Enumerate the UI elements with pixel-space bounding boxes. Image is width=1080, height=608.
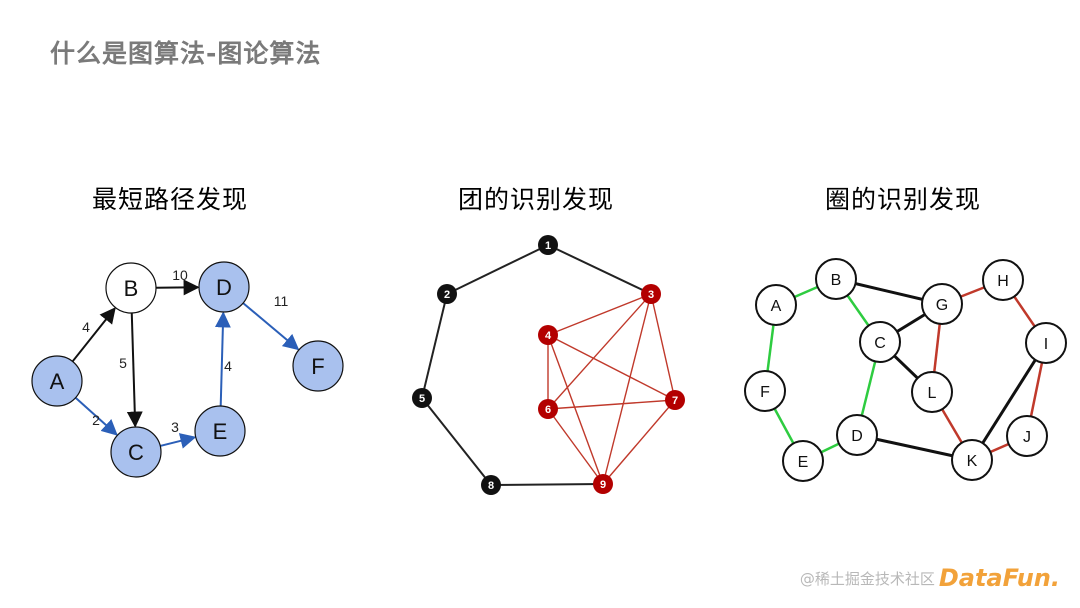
node-L <box>911 371 953 413</box>
node-6 <box>538 399 558 419</box>
node-2 <box>437 284 457 304</box>
node-D <box>198 261 250 313</box>
node-label-9: 9 <box>600 479 606 491</box>
node-A <box>755 284 797 326</box>
datafun-logo: DataFun. <box>938 564 1060 592</box>
node-C <box>110 426 162 478</box>
node-label-8: 8 <box>488 480 494 492</box>
node-7 <box>665 390 685 410</box>
shortest-path-graph: 4 2 5 10 3 4 11A B C D E F <box>31 261 344 478</box>
section-title-shortest-path: 最短路径发现 <box>92 185 249 214</box>
edge-7-9 <box>602 399 676 485</box>
clique-graph: 1 2 3 4 5 6 7 8 9 <box>412 235 685 495</box>
section-title-clique: 团的识别发现 <box>458 185 615 214</box>
edge-6-7 <box>547 399 676 410</box>
node-label-E: E <box>798 454 809 471</box>
slide-title: 什么是图算法-图论算法 <box>50 39 322 68</box>
node-label-L: L <box>928 385 937 402</box>
node-label-7: 7 <box>672 395 678 407</box>
node-label-H: H <box>997 273 1009 290</box>
node-G <box>921 283 963 325</box>
edge-weight-A-B: 4 <box>82 319 90 335</box>
node-4 <box>538 325 558 345</box>
watermark-community: @稀土掘金技术社区 <box>799 569 935 588</box>
edge-A-C <box>74 396 118 436</box>
node-3 <box>641 284 661 304</box>
node-label-F: F <box>760 384 770 401</box>
node-I <box>1025 322 1067 364</box>
node-B <box>815 258 857 300</box>
edge-weight-B-D: 10 <box>172 267 188 283</box>
node-label-D: D <box>216 275 232 300</box>
edge-1-3 <box>547 244 652 295</box>
node-label-6: 6 <box>545 404 551 416</box>
node-label-C: C <box>128 440 144 465</box>
edge-4-9 <box>547 334 604 485</box>
node-5 <box>412 388 432 408</box>
node-K <box>951 439 993 481</box>
node-F <box>744 370 786 412</box>
section-title-cycle: 圈的识别发现 <box>825 185 982 214</box>
node-label-B: B <box>124 276 139 301</box>
edge-E-D <box>214 311 231 407</box>
edge-I-K <box>970 342 1048 461</box>
edge-3-7 <box>650 293 676 401</box>
node-E <box>782 440 824 482</box>
edge-3-4 <box>547 293 652 336</box>
edge-weight-B-C: 5 <box>119 355 127 371</box>
edge-D-F <box>242 302 300 351</box>
node-E <box>194 405 246 457</box>
node-label-F: F <box>311 354 324 379</box>
node-label-1: 1 <box>545 240 551 252</box>
node-J <box>1006 415 1048 457</box>
node-A <box>31 355 83 407</box>
edge-weight-E-D: 4 <box>224 358 232 374</box>
node-label-A: A <box>771 298 782 315</box>
node-8 <box>481 475 501 495</box>
node-9 <box>593 474 613 494</box>
node-label-J: J <box>1023 429 1031 446</box>
node-label-C: C <box>874 335 886 352</box>
edge-weight-D-F: 11 <box>274 293 289 309</box>
edge-6-9 <box>547 408 604 485</box>
edge-3-6 <box>547 293 652 410</box>
node-1 <box>538 235 558 255</box>
edge-4-7 <box>547 334 676 401</box>
node-label-A: A <box>50 369 65 394</box>
node-label-5: 5 <box>419 393 425 405</box>
node-label-G: G <box>936 297 948 314</box>
edge-1-2 <box>446 244 549 295</box>
edge-C-E <box>160 433 197 449</box>
node-label-E: E <box>213 419 228 444</box>
node-H <box>982 259 1024 301</box>
edge-3-9 <box>602 293 652 485</box>
edge-A-B <box>71 307 116 363</box>
edge-2-5 <box>421 293 448 399</box>
node-label-B: B <box>831 272 842 289</box>
node-label-D: D <box>851 428 863 445</box>
node-F <box>292 340 344 392</box>
edge-weight-A-C: 2 <box>92 412 100 428</box>
edge-weight-C-E: 3 <box>171 419 179 435</box>
edge-8-9 <box>490 483 604 486</box>
node-label-K: K <box>967 453 978 470</box>
edge-B-C <box>126 312 143 428</box>
node-label-4: 4 <box>545 330 552 342</box>
cycle-graph: A B C D E F G H I J K L <box>744 258 1067 482</box>
edge-5-8 <box>421 397 492 486</box>
node-label-2: 2 <box>444 289 450 301</box>
watermark: @稀土掘金技术社区 DataFun. <box>800 564 1060 592</box>
node-label-3: 3 <box>648 289 654 301</box>
node-C <box>859 321 901 363</box>
node-D <box>836 414 878 456</box>
node-label-I: I <box>1044 336 1048 353</box>
node-B <box>105 262 157 314</box>
